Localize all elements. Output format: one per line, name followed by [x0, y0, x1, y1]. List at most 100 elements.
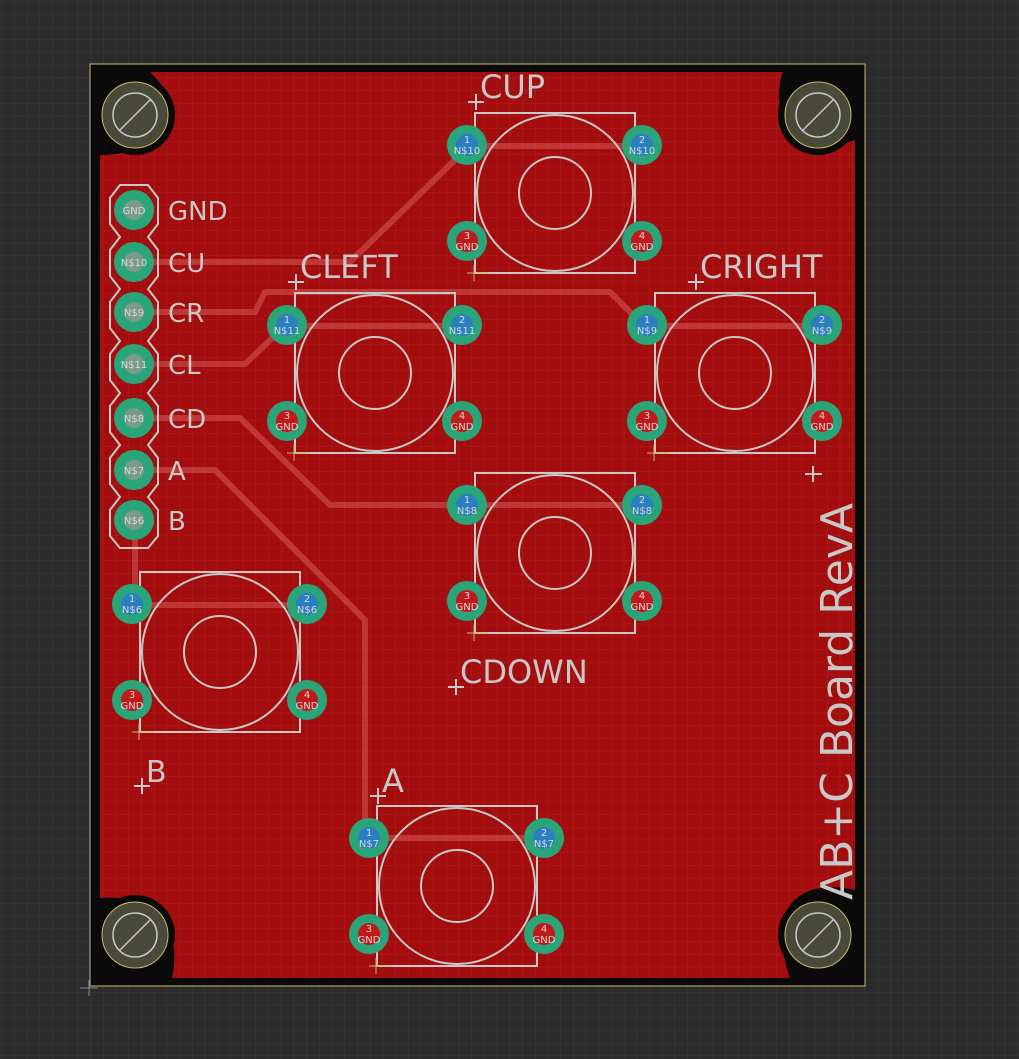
pad-drill: [533, 923, 555, 945]
trace-cd[interactable]: [132, 415, 468, 508]
button-pad-2[interactable]: 2N$8: [622, 485, 662, 525]
button-pad-1[interactable]: 1N$11: [267, 305, 307, 345]
pad-drill: [811, 410, 833, 432]
trace-cl[interactable]: [132, 323, 288, 367]
button-pad-1[interactable]: 1N$7: [349, 818, 389, 858]
pad-number: 3: [464, 231, 470, 242]
button-ref-label: CDOWN: [460, 653, 588, 691]
pad-drill: [124, 302, 144, 322]
button-pad-1[interactable]: 1N$6: [112, 584, 152, 624]
copper-pour-grid: [100, 72, 855, 978]
pad-net-label: GND: [121, 701, 144, 712]
pad-number: 1: [129, 594, 135, 605]
button-ring-outline: [141, 573, 299, 731]
button-ref-label: CLEFT: [300, 248, 398, 286]
mounting-hole-top-right[interactable]: [778, 75, 858, 155]
pad-net-label: N$7: [534, 839, 554, 850]
button-pad-2[interactable]: 2N$6: [287, 584, 327, 624]
pad-number: 2: [459, 315, 465, 326]
button-body-outline: [294, 292, 456, 454]
mounting-hole-bottom-right[interactable]: [778, 895, 858, 975]
pad-net-label: N$7: [359, 839, 379, 850]
button-origin-marker: [467, 265, 489, 281]
pad-net-label: N$6: [122, 605, 142, 616]
button-ref-label: A: [382, 762, 404, 800]
mounting-hole-top-left[interactable]: [95, 75, 175, 155]
header-label: CL: [168, 351, 201, 381]
button-pad-2[interactable]: 2N$7: [524, 818, 564, 858]
header-label: B: [168, 507, 186, 537]
label-origin-marker: [448, 679, 464, 695]
pad-net-label: GND: [123, 206, 146, 217]
pad-drill: [533, 827, 555, 849]
pad-net-label: GND: [296, 701, 319, 712]
button-body-outline: [376, 805, 538, 967]
pad-net-label: GND: [456, 242, 479, 253]
button-pad-1[interactable]: 1N$9: [627, 305, 667, 345]
pad-net-label: N$8: [632, 506, 652, 517]
button-pad-1[interactable]: 1N$10: [447, 125, 487, 165]
pad-number: 3: [366, 924, 372, 935]
button-actuator-outline: [420, 849, 494, 923]
pad-number: 3: [129, 690, 135, 701]
pad-drill: [276, 314, 298, 336]
pad-number: 3: [284, 411, 290, 422]
pad-drill: [811, 314, 833, 336]
pad-net-label: N$11: [121, 360, 148, 371]
header-pin-cl[interactable]: N$11 CL: [114, 344, 201, 384]
button-origin-marker: [647, 445, 669, 461]
button-pad-2[interactable]: 2N$10: [622, 125, 662, 165]
trace-cr[interactable]: [132, 289, 643, 325]
pad-net-label: GND: [811, 422, 834, 433]
pad-net-label: N$10: [454, 146, 481, 157]
pad-net-label: GND: [631, 242, 654, 253]
pad-drill: [296, 593, 318, 615]
button-pad-2[interactable]: 2N$11: [442, 305, 482, 345]
button-actuator-outline: [698, 336, 772, 410]
button-ref-label: CRIGHT: [700, 248, 823, 286]
pin-header-outline: [109, 184, 159, 549]
button-ref-label: B: [146, 755, 167, 790]
button-pad-1[interactable]: 1N$8: [447, 485, 487, 525]
button-ring-outline: [476, 114, 634, 272]
mounting-hole-bottom-left[interactable]: [95, 895, 175, 975]
button-pad-2[interactable]: 2N$9: [802, 305, 842, 345]
pad-drill: [124, 510, 144, 530]
trace-a[interactable]: [132, 467, 368, 841]
button-ring-outline: [656, 294, 814, 452]
button-body-outline: [654, 292, 816, 454]
pad-net-label: GND: [276, 422, 299, 433]
pad-drill: [631, 134, 653, 156]
pad-number: 2: [639, 135, 645, 146]
button-ring-outline: [378, 807, 536, 965]
pad-number: 1: [464, 135, 470, 146]
trace-cu[interactable]: [132, 147, 468, 265]
pad-drill: [456, 590, 478, 612]
